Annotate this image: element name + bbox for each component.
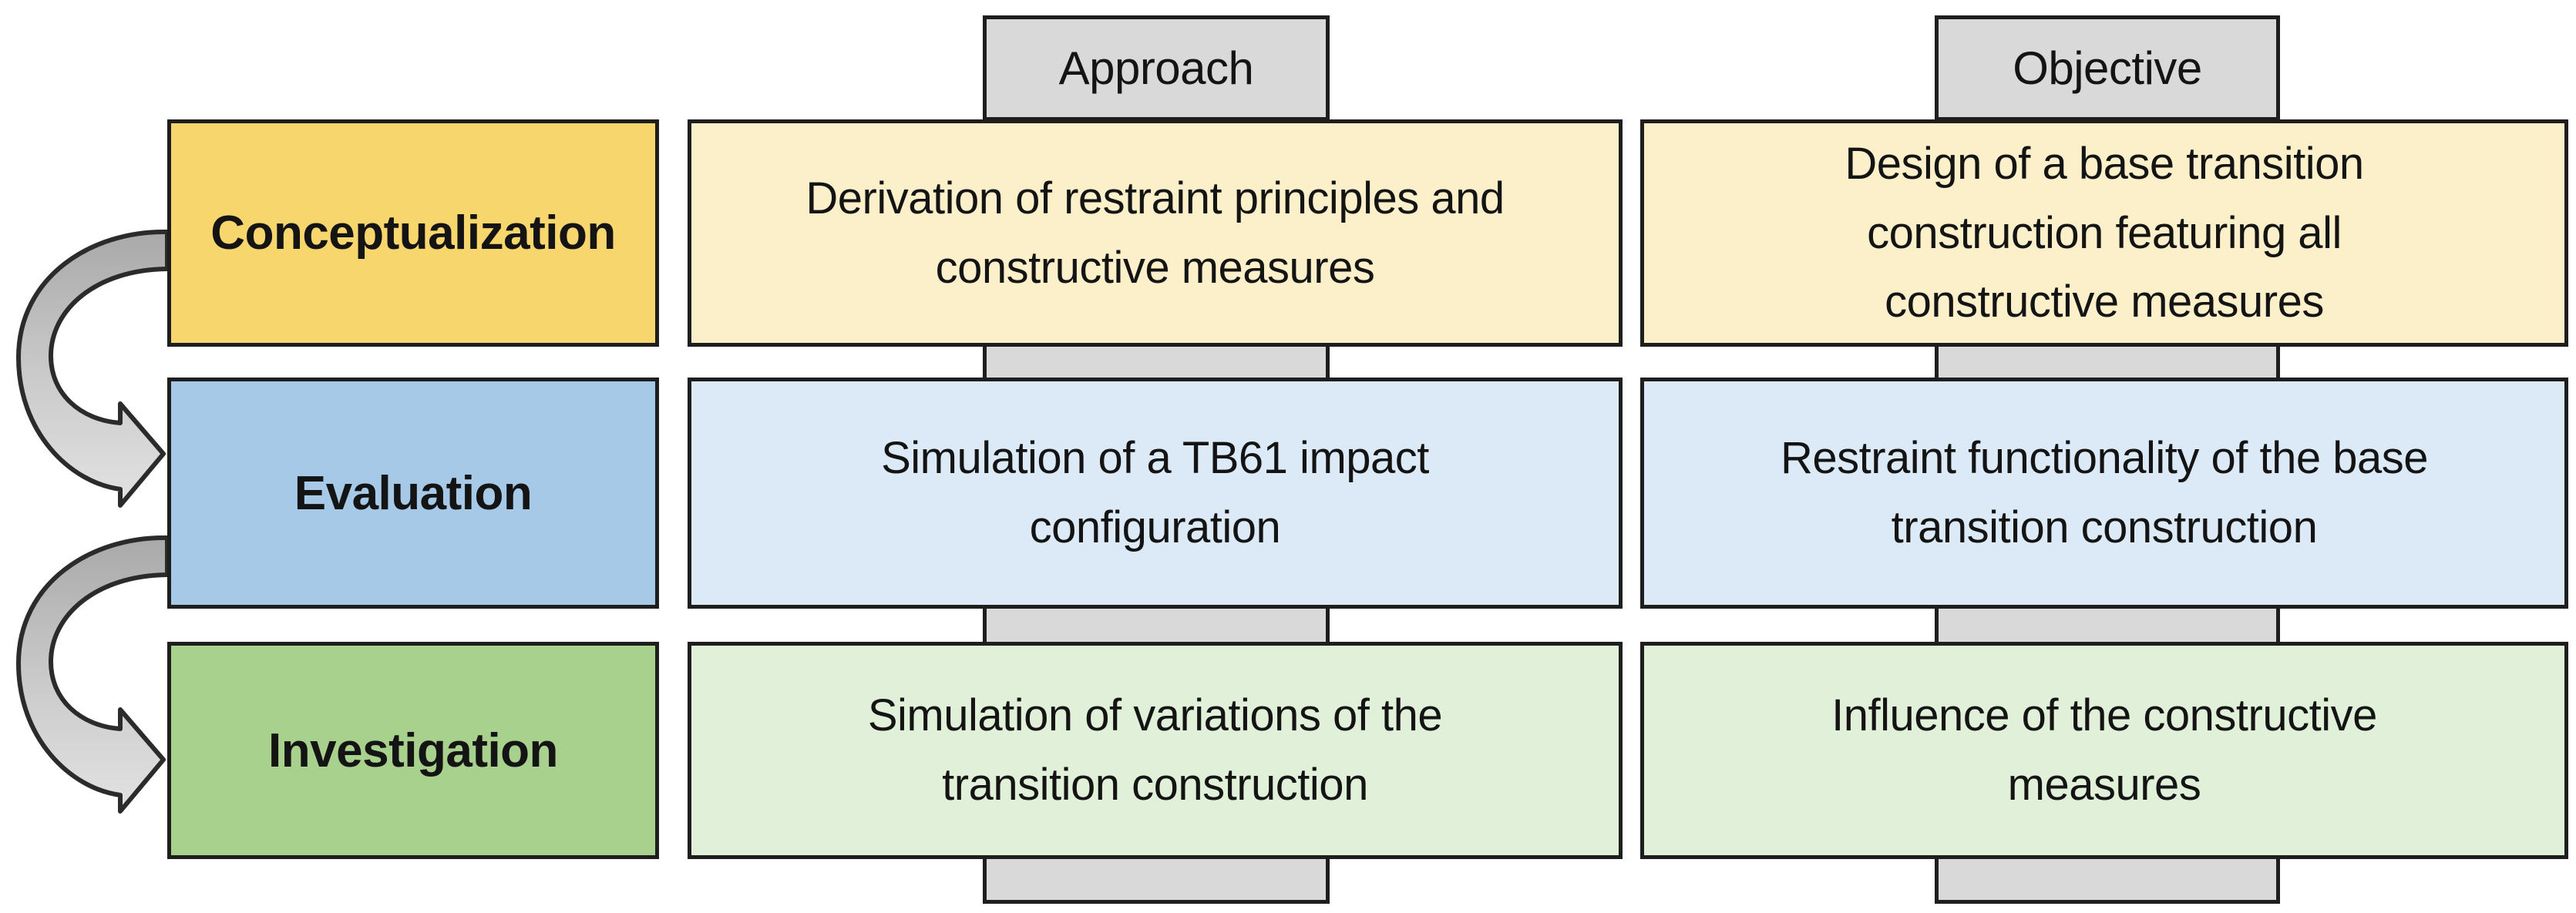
objective-cell-evaluation: Restraint functionality of the base tran… (1640, 378, 2568, 609)
objective-cell-investigation: Influence of the constructive measures (1640, 642, 2568, 859)
column-header-objective: Objective (1935, 15, 2280, 121)
stage-box-conceptualization: Conceptualization (167, 119, 659, 347)
approach-cell-evaluation: Simulation of a TB61 impact configuratio… (688, 378, 1623, 609)
approach-cell-conceptualization: Derivation of restraint principles and c… (688, 119, 1623, 347)
approach-cell-investigation: Simulation of variations of the transiti… (688, 642, 1623, 859)
objective-cell-conceptualization: Design of a base transition construction… (1640, 119, 2568, 347)
column-header-approach: Approach (983, 15, 1330, 121)
stage-box-evaluation: Evaluation (167, 378, 659, 609)
stage-box-investigation: Investigation (167, 642, 659, 859)
curved-arrow-icon-2 (18, 538, 167, 811)
curved-arrow-icon-1 (18, 232, 167, 505)
